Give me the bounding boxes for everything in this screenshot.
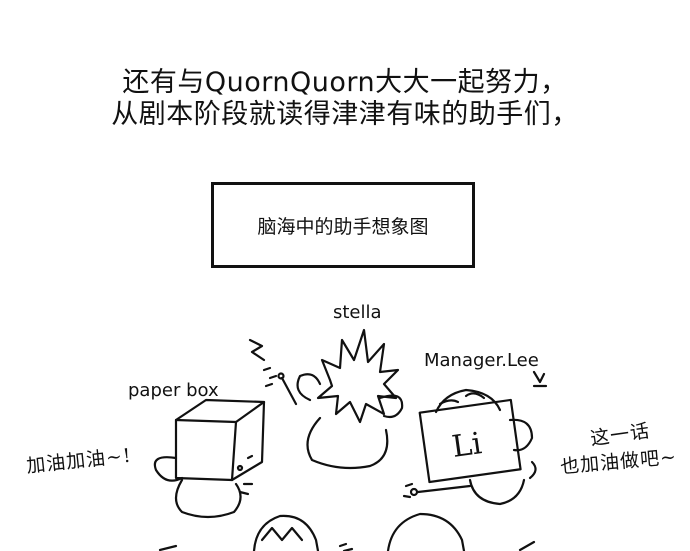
imagination-box-label: 脑海中的助手想象图 bbox=[257, 215, 429, 238]
caption-line-2: 从剧本阶段就读得津津有味的助手们， bbox=[111, 99, 579, 130]
caption-line-1: 还有与QuornQuorn大大一起努力， bbox=[122, 67, 568, 98]
paper-box-label: paper box bbox=[128, 380, 219, 401]
stella-figure bbox=[248, 328, 404, 470]
li-badge-text: Li bbox=[449, 426, 484, 465]
imagination-box: 脑海中的助手想象图 bbox=[211, 182, 475, 268]
manager-lee-figure bbox=[402, 370, 548, 506]
paper-box-figure bbox=[153, 398, 266, 519]
manager-label: Manager.Lee bbox=[424, 350, 539, 371]
stella-label: stella bbox=[333, 302, 382, 323]
bottom-figures bbox=[158, 512, 536, 551]
